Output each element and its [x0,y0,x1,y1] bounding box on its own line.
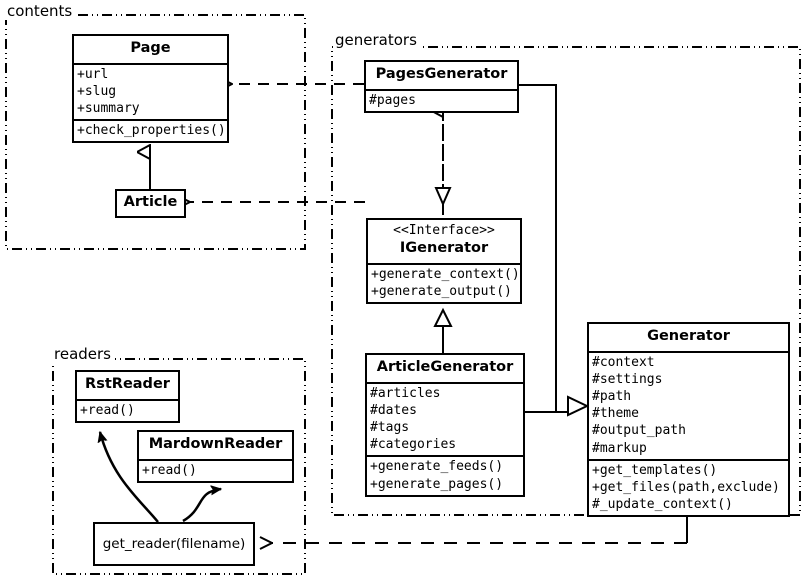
class-igenerator-operations: +generate_context() +generate_output() [368,262,520,302]
class-articlegenerator-attributes: #articles #dates #tags #categories [367,381,523,456]
class-page-operations: +check_properties() [74,119,227,141]
class-articlegenerator-operations: +generate_feeds() +generate_pages() [367,455,523,494]
operation: +generate_feeds() [370,459,504,475]
operation: +generate_context() [371,266,520,282]
operation: +generate_pages() [370,476,504,492]
class-articlegenerator[interactable]: ArticleGenerator #articles #dates #tags … [365,353,525,497]
attribute: #dates [370,402,417,418]
operation: +get_templates() [592,462,718,478]
attribute: #path [592,388,632,404]
operation: +generate_output() [371,284,512,300]
class-pagesgenerator-attributes: #pages [366,88,517,111]
class-igenerator[interactable]: <<Interface>> IGenerator +generate_conte… [366,218,522,305]
operation: +read() [142,462,197,478]
class-page[interactable]: Page +url +slug +summary +check_properti… [72,34,229,144]
function-get-reader-label: get_reader(filename) [102,536,246,552]
package-contents-label: contents [5,2,75,20]
attribute: #markup [592,440,647,456]
attribute: #articles [370,385,441,401]
function-get-reader[interactable]: get_reader(filename) [93,522,255,566]
class-mardownreader-operations: +read() [139,458,292,481]
class-rstreader-title: RstReader [85,376,170,392]
class-generator-operations: +get_templates() +get_files(path,exclude… [589,458,788,516]
attribute: #pages [369,92,416,108]
attribute: #context [592,354,655,370]
attribute: #settings [592,371,663,387]
class-mardownreader-title: MardownReader [148,436,283,452]
class-page-attributes: +url +slug +summary [74,62,227,120]
class-igenerator-stereotype: <<Interface>> [393,223,495,238]
class-article-title: Article [123,194,178,210]
attribute: +url [77,66,109,82]
operation: +check_properties() [77,123,226,139]
operation: +read() [80,402,135,418]
package-generators-label: generators [333,31,419,49]
operation: +get_files(path,exclude) [592,479,780,495]
operation: #_update_context() [592,497,733,513]
class-rstreader[interactable]: RstReader +read() [75,370,180,423]
attribute: +slug [77,83,117,99]
attribute: #output_path [592,423,686,439]
class-article[interactable]: Article [115,189,186,218]
attribute: #tags [370,419,410,435]
class-generator-attributes: #context #settings #path #theme #output_… [589,350,788,459]
class-pagesgenerator-title: PagesGenerator [375,66,508,82]
class-pagesgenerator[interactable]: PagesGenerator #pages [364,60,519,113]
class-page-title: Page [130,40,171,56]
attribute: #theme [592,406,639,422]
class-rstreader-operations: +read() [77,398,178,421]
attribute: +summary [77,100,140,116]
class-generator-title: Generator [647,328,730,344]
attribute: #categories [370,437,457,453]
class-generator[interactable]: Generator #context #settings #path #them… [587,322,790,518]
class-igenerator-title: IGenerator [399,240,489,257]
package-readers-label: readers [52,345,113,363]
class-mardownreader[interactable]: MardownReader +read() [137,430,294,483]
class-articlegenerator-title: ArticleGenerator [376,359,514,375]
